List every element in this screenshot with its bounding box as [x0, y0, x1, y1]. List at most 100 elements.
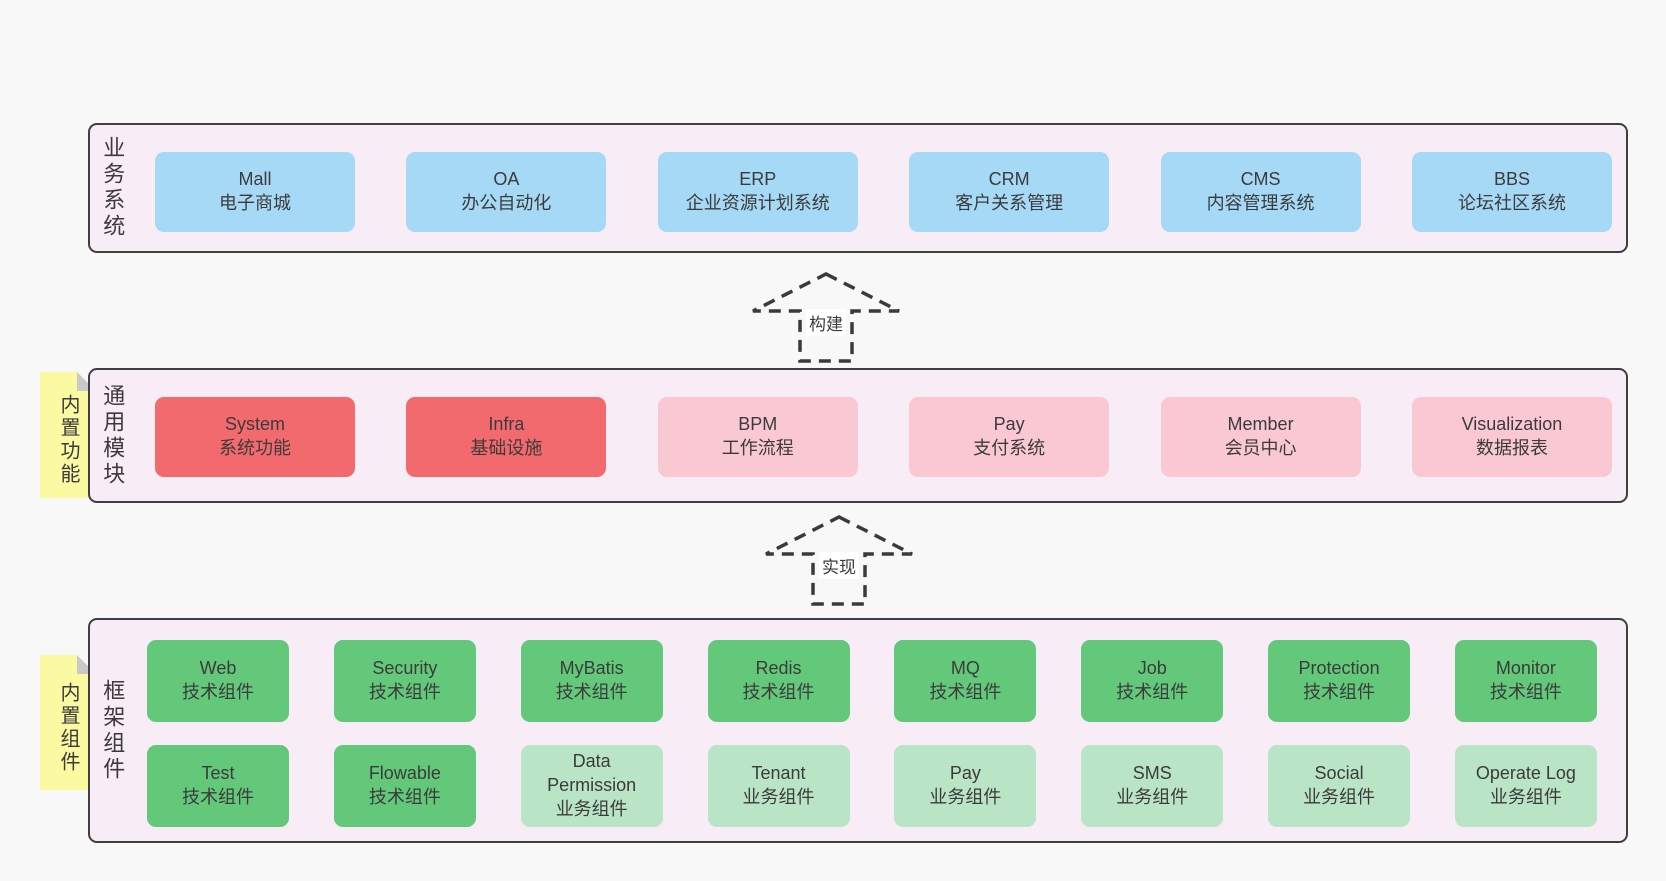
box-bbs-desc: 论坛社区系统 [1457, 193, 1566, 213]
box-pay-component: Pay 业务组件 [894, 745, 1037, 827]
layer-framework-components: 框架组件 Web 技术组件 Security 技术组件 MyBatis 技术组件… [88, 618, 1628, 843]
note-built-in-components-text: 内置组件 [57, 681, 79, 774]
box-social: Social 业务组件 [1268, 745, 1411, 827]
arrow-implement: 实现 [764, 514, 914, 608]
box-redis: Redis 技术组件 [707, 640, 850, 722]
arrow-build: 构建 [751, 271, 901, 365]
box-infra-name: Infra [488, 414, 525, 435]
box-pay-module-name: Pay [993, 414, 1025, 435]
box-erp-name: ERP [739, 169, 777, 190]
box-social-desc: 业务组件 [1303, 787, 1376, 807]
box-oa-desc: 办公自动化 [461, 193, 552, 213]
box-monitor-desc: 技术组件 [1489, 682, 1562, 702]
box-tenant: Tenant 业务组件 [707, 745, 850, 827]
box-pay-module-desc: 支付系统 [973, 438, 1046, 458]
box-bbs: BBS 论坛社区系统 [1411, 152, 1612, 232]
box-cms: CMS 内容管理系统 [1160, 152, 1361, 232]
box-mybatis-name: MyBatis [559, 658, 624, 679]
box-erp-desc: 企业资源计划系统 [685, 193, 830, 213]
box-crm-name: CRM [988, 169, 1030, 190]
layer-business-label: 业务系统 [100, 136, 126, 240]
box-visualization-desc: 数据报表 [1475, 438, 1548, 458]
box-member-desc: 会员中心 [1224, 438, 1297, 458]
box-tenant-desc: 业务组件 [742, 787, 815, 807]
box-test-name: Test [201, 763, 235, 784]
box-mall: Mall 电子商城 [155, 152, 355, 232]
box-test-desc: 技术组件 [182, 787, 254, 807]
box-mybatis: MyBatis 技术组件 [520, 640, 663, 722]
framework-row-2: Test 技术组件 Flowable 技术组件 Data Permission … [147, 745, 1597, 827]
box-security-desc: 技术组件 [368, 682, 441, 702]
business-box-row: Mall 电子商城 OA 办公自动化 ERP 企业资源计划系统 CRM 客户关系… [155, 152, 1612, 232]
box-social-name: Social [1314, 763, 1364, 784]
box-data-permission-desc: 业务组件 [555, 798, 628, 819]
box-visualization-name: Visualization [1461, 414, 1563, 435]
box-mybatis-desc: 技术组件 [555, 682, 628, 702]
box-system: System 系统功能 [155, 397, 355, 477]
arrow-implement-label: 实现 [819, 552, 859, 579]
box-job-desc: 技术组件 [1116, 682, 1189, 702]
box-protection-name: Protection [1298, 658, 1380, 679]
box-cms-desc: 内容管理系统 [1206, 193, 1315, 213]
box-security: Security 技术组件 [333, 640, 476, 722]
framework-row-1: Web 技术组件 Security 技术组件 MyBatis 技术组件 Redi… [147, 640, 1597, 722]
box-data-permission: Data Permission 业务组件 [520, 745, 663, 827]
box-mall-name: Mall [238, 169, 272, 190]
layer-framework-label: 框架组件 [100, 678, 126, 783]
box-monitor: Monitor 技术组件 [1454, 640, 1597, 722]
box-infra: Infra 基础设施 [406, 397, 607, 477]
box-security-name: Security [372, 658, 438, 679]
arrow-build-label: 构建 [806, 309, 846, 336]
box-data-permission-name: Data Permission [547, 751, 637, 796]
box-crm: CRM 客户关系管理 [909, 152, 1110, 232]
box-bpm-desc: 工作流程 [721, 438, 794, 458]
box-erp: ERP 企业资源计划系统 [657, 152, 858, 232]
box-operate-log-desc: 业务组件 [1489, 787, 1562, 807]
box-sms-desc: 业务组件 [1116, 787, 1189, 807]
box-bpm-name: BPM [738, 414, 778, 435]
box-monitor-name: Monitor [1495, 658, 1556, 679]
box-tenant-name: Tenant [751, 763, 806, 784]
box-protection-desc: 技术组件 [1303, 682, 1376, 702]
box-visualization: Visualization 数据报表 [1411, 397, 1612, 477]
box-crm-desc: 客户关系管理 [955, 193, 1064, 213]
box-infra-desc: 基础设施 [470, 438, 543, 458]
layer-common-modules: 通用模块 System 系统功能 Infra 基础设施 BPM 工作流程 Pay… [88, 368, 1628, 503]
box-oa-name: OA [493, 169, 520, 190]
box-mq-desc: 技术组件 [929, 682, 1002, 702]
box-web-desc: 技术组件 [182, 682, 254, 702]
box-mall-desc: 电子商城 [219, 193, 291, 213]
box-web: Web 技术组件 [147, 640, 289, 722]
modules-box-row: System 系统功能 Infra 基础设施 BPM 工作流程 Pay 支付系统… [155, 397, 1612, 477]
box-flowable: Flowable 技术组件 [333, 745, 476, 827]
box-flowable-name: Flowable [368, 763, 441, 784]
box-protection: Protection 技术组件 [1268, 640, 1411, 722]
box-operate-log: Operate Log 业务组件 [1454, 745, 1597, 827]
box-test: Test 技术组件 [147, 745, 289, 827]
layer-business-systems: 业务系统 Mall 电子商城 OA 办公自动化 ERP 企业资源计划系统 CRM… [88, 123, 1628, 253]
box-redis-desc: 技术组件 [742, 682, 815, 702]
box-member: Member 会员中心 [1160, 397, 1361, 477]
box-system-desc: 系统功能 [219, 438, 291, 458]
box-member-name: Member [1227, 414, 1294, 435]
box-cms-name: CMS [1240, 169, 1281, 190]
note-built-in-features-text: 内置功能 [57, 394, 79, 486]
box-oa: OA 办公自动化 [406, 152, 607, 232]
box-job: Job 技术组件 [1081, 640, 1224, 722]
box-system-name: System [224, 414, 285, 435]
note-built-in-features: 内置功能 [40, 372, 96, 498]
box-bpm: BPM 工作流程 [657, 397, 858, 477]
box-mq: MQ 技术组件 [894, 640, 1037, 722]
box-redis-name: Redis [755, 658, 802, 679]
box-bbs-name: BBS [1493, 169, 1530, 190]
box-sms: SMS 业务组件 [1081, 745, 1224, 827]
box-pay-module: Pay 支付系统 [909, 397, 1110, 477]
box-pay-component-name: Pay [949, 763, 981, 784]
box-pay-component-desc: 业务组件 [929, 787, 1002, 807]
box-mq-name: MQ [950, 658, 980, 679]
box-sms-name: SMS [1132, 763, 1172, 784]
box-flowable-desc: 技术组件 [368, 787, 441, 807]
layer-modules-label: 通用模块 [100, 383, 126, 488]
box-web-name: Web [199, 658, 237, 679]
box-job-name: Job [1137, 658, 1167, 679]
